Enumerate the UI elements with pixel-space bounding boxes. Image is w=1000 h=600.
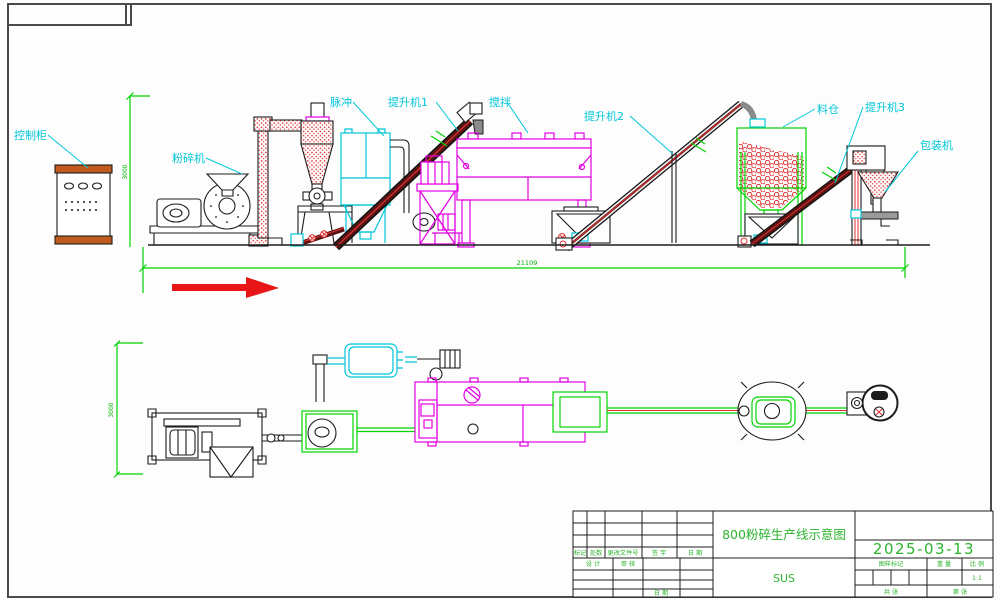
label-pulse: 脉冲 <box>330 95 352 109</box>
plan-dimension-value: 3000 <box>108 402 115 417</box>
rev-header-docno: 更改文件号 <box>608 549 639 557</box>
scale-label: 比 例 <box>970 560 984 568</box>
dimension-length-value: 21109 <box>517 259 538 267</box>
packing-machine <box>845 145 900 246</box>
drawing-date: 2025-03-13 <box>873 540 975 558</box>
screw-feeder <box>290 226 345 247</box>
cyclone-plan <box>301 354 358 453</box>
dimension-height-value: 3000 <box>122 164 129 179</box>
silo <box>736 118 807 245</box>
mixer-outlet-plan <box>552 391 608 433</box>
packing-plan <box>846 384 899 422</box>
label-control-cabinet: 控制柜 <box>14 128 47 142</box>
check-label: 审 核 <box>621 560 635 568</box>
control-cabinet <box>54 164 113 245</box>
blower-plan <box>405 349 461 381</box>
pneumatic-pipe <box>248 116 303 247</box>
plan-dimension: 3000 <box>108 340 143 478</box>
design-label: 设 计 <box>586 560 600 568</box>
sheet-border <box>7 3 992 598</box>
exhaust-duct-blower <box>390 139 462 244</box>
rev-header-sign: 签 字 <box>652 549 666 557</box>
label-elevator-1: 提升机1 <box>388 95 428 109</box>
label-packing: 包装机 <box>920 138 953 152</box>
pulse-collector-plan <box>344 343 403 378</box>
elevator-1 <box>332 101 484 251</box>
label-elevator-3: 提升机3 <box>865 100 905 114</box>
scale-value: 1:1 <box>972 575 982 582</box>
rev-header-mark: 标记 <box>574 549 586 557</box>
revision-headers: 标记 处数 更改文件号 签 字 日 期 <box>574 549 702 557</box>
weight-label: 重 量 <box>937 560 951 568</box>
title-block: 标记 处数 更改文件号 签 字 日 期 设 计 审 核 日 期 800粉碎生产线… <box>572 510 994 598</box>
sheet-number-label: 第 张 <box>953 588 968 596</box>
pulse-collector <box>340 128 391 243</box>
dimension-height: 3000 <box>122 92 150 247</box>
crusher <box>149 173 283 245</box>
material-value: SUS <box>773 572 795 585</box>
dimension-length: 21109 <box>139 247 909 293</box>
cyclone <box>297 102 353 244</box>
label-silo: 料仓 <box>817 102 839 116</box>
mixer <box>416 132 592 248</box>
rev-header-count: 处数 <box>590 549 603 557</box>
label-mixer: 搅拌 <box>489 95 511 109</box>
label-elevator-2: 提升机2 <box>584 109 624 123</box>
crusher-plan <box>147 408 308 478</box>
plan-view: 3000 <box>108 340 899 478</box>
sheets-total-label: 共 张 <box>884 588 899 596</box>
elevator-2 <box>555 100 757 252</box>
date-row-label: 日 期 <box>654 589 668 597</box>
drawing-title: 800粉碎生产线示意图 <box>722 527 846 542</box>
machine-labels: 控制柜 粉碎机 脉冲 提升机1 搅拌 提升机2 料仓 提升机3 包装机 <box>14 95 953 193</box>
label-crusher: 粉碎机 <box>172 151 205 165</box>
mark-label: 图样标记 <box>879 560 904 568</box>
silo-plan <box>737 381 807 441</box>
rev-header-date: 日 期 <box>688 549 702 557</box>
flow-arrow <box>172 277 279 298</box>
plan-conveyor-line <box>607 407 850 414</box>
